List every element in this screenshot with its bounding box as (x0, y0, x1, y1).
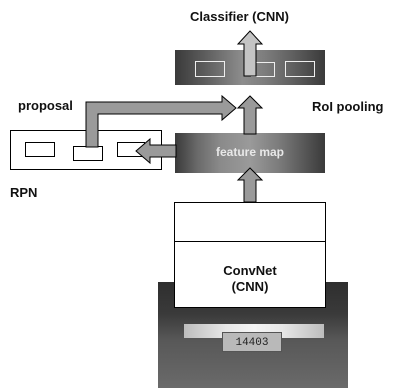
car-lights (184, 324, 324, 338)
convnet-label-line2: (CNN) (231, 279, 269, 294)
feature-map: feature map (175, 133, 325, 173)
license-plate: 14403 (222, 332, 282, 352)
roi-box-1 (195, 61, 225, 77)
arrow-convnet-to-featuremap (236, 167, 264, 203)
classifier-label: Classifier (CNN) (190, 9, 289, 24)
arrow-roi-to-classifier (236, 30, 264, 77)
rpn-label: RPN (10, 185, 38, 200)
proposal-label: proposal (18, 98, 73, 113)
roi-box-3 (285, 61, 315, 77)
convnet-divider (175, 241, 325, 242)
feature-map-label: feature map (215, 145, 285, 159)
arrow-proposal-to-roi (85, 94, 237, 148)
roi-pooling-label: RoI pooling (312, 99, 384, 114)
proposal-box-1 (25, 142, 55, 157)
arrow-featuremap-to-roi (236, 95, 264, 135)
convnet-label: ConvNet (CNN) (175, 263, 325, 295)
convnet-label-line1: ConvNet (223, 263, 277, 278)
arrow-featuremap-to-rpn (135, 137, 177, 165)
plate-number: 14403 (235, 337, 269, 349)
